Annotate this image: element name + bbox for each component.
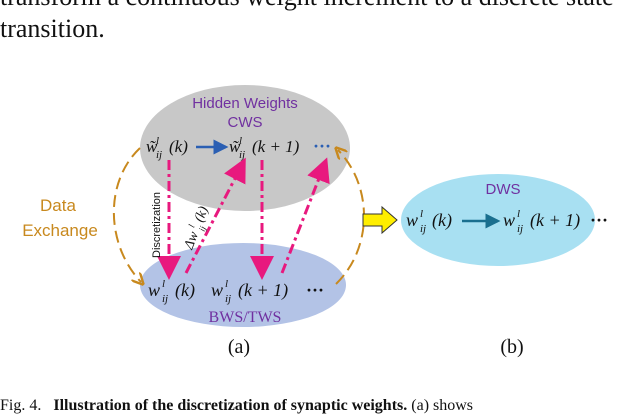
cws-label: CWS xyxy=(228,114,263,131)
svg-text:l: l xyxy=(186,223,196,229)
svg-text:(k + 1): (k + 1) xyxy=(530,210,580,231)
top-weight-term-k1: w̃ l ij (k + 1) xyxy=(229,135,300,161)
svg-text:w̃: w̃ xyxy=(146,137,158,156)
data-exchange-backdrop xyxy=(14,193,106,241)
svg-text:l: l xyxy=(162,278,165,290)
svg-text:(k): (k) xyxy=(432,210,452,231)
bottom-weight-term-k1: w l ij (k + 1) xyxy=(211,278,288,305)
top-weight-term-k: w̃ l ij (k) xyxy=(146,135,188,161)
dws-weight-term-k1: w l ij (k + 1) xyxy=(503,208,580,235)
svg-text:ij: ij xyxy=(517,223,523,235)
svg-text:w: w xyxy=(148,280,160,300)
intro-text-line-2: transition. xyxy=(0,14,105,43)
caption-bold: Illustration of the discretization of sy… xyxy=(53,397,408,414)
intro-text-line-1: transform a continuous weight increment … xyxy=(0,0,614,12)
svg-text:l: l xyxy=(225,278,228,290)
svg-text:l: l xyxy=(239,135,242,147)
figure-caption: Fig. 4. Illustration of the discretizati… xyxy=(0,397,473,415)
top-dots: ··· xyxy=(313,136,331,156)
svg-text:ij: ij xyxy=(156,149,162,161)
svg-text:ij: ij xyxy=(162,293,168,305)
svg-text:l: l xyxy=(156,135,159,147)
bottom-weight-term-k: w l ij (k) xyxy=(148,278,195,305)
bws-tws-label: BWS/TWS xyxy=(209,309,282,326)
update-arrow-2 xyxy=(280,157,330,274)
discretization-label: Discretization xyxy=(151,192,163,258)
delta-weight-label: Δw l ij (k) xyxy=(181,204,212,252)
panel-label-b: (b) xyxy=(500,336,523,358)
svg-text:(k): (k) xyxy=(175,280,195,301)
cws-ellipse xyxy=(140,85,350,211)
dws-weight-term-k: w l ij (k) xyxy=(406,208,452,235)
svg-text:w̃: w̃ xyxy=(229,137,241,156)
caption-fig-label: Fig. 4. xyxy=(0,397,42,414)
data-exchange-label-2: Exchange xyxy=(22,221,98,240)
caption-rest: (a) shows xyxy=(411,397,474,414)
svg-text:l: l xyxy=(420,208,423,220)
svg-text:(k + 1): (k + 1) xyxy=(238,280,288,301)
svg-text:w: w xyxy=(211,280,223,300)
svg-text:w: w xyxy=(503,210,515,230)
dws-label: DWS xyxy=(486,181,521,198)
svg-text:(k): (k) xyxy=(169,137,188,156)
svg-text:ij: ij xyxy=(420,223,426,235)
bottom-dots: ··· xyxy=(306,280,324,300)
dws-dots: ··· xyxy=(590,210,608,230)
svg-text:Δw: Δw xyxy=(181,229,202,252)
yellow-transfer-arrow xyxy=(362,205,398,235)
panel-label-a: (a) xyxy=(228,336,250,358)
svg-text:ij: ij xyxy=(239,149,245,161)
bws-tws-ellipse xyxy=(140,243,346,327)
data-exchange-label-1: Data xyxy=(40,196,76,215)
hidden-weights-title: Hidden Weights xyxy=(192,95,298,112)
svg-text:(k): (k) xyxy=(192,204,212,224)
svg-text:ij: ij xyxy=(197,224,208,233)
svg-text:ij: ij xyxy=(225,293,231,305)
svg-text:(k + 1): (k + 1) xyxy=(252,137,300,156)
data-exchange-left-arc xyxy=(112,147,141,282)
svg-text:w: w xyxy=(406,210,418,230)
svg-text:l: l xyxy=(517,208,520,220)
